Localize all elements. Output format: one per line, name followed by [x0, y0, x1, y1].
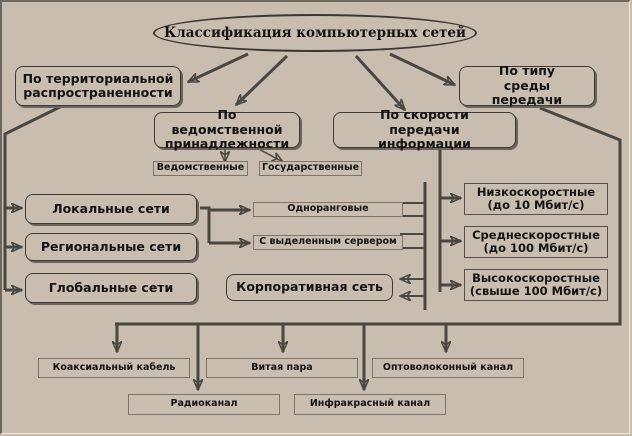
medium-radio: Радиоканал: [128, 394, 280, 415]
criterion-medium: По типу среды передачи: [459, 64, 595, 107]
corporate-network: Корпоративная сеть: [226, 274, 393, 301]
medium-trunk: [115, 106, 622, 326]
criterion-departmental: По ведомственной принадлежности: [154, 108, 300, 151]
medium-fiber: Оптоволоконный канал: [372, 358, 524, 378]
territorial-trunk: [3, 104, 63, 290]
territorial-type-global: Глобальные сети: [25, 273, 197, 303]
speed-type-range: (до 100 Мбит/с): [483, 241, 589, 255]
medium-infrared: Инфракрасный канал: [294, 394, 446, 415]
local-type-p2p: Одноранговые: [253, 202, 403, 217]
arrow-title-medium: [389, 52, 455, 87]
speed-type-range: (до 10 Мбит/с): [487, 198, 585, 212]
territorial-type-local: Локальные сети: [25, 194, 197, 224]
local-type-server: С выделенным сервером: [253, 235, 403, 250]
speed-type-name: Среднескоростные: [472, 227, 600, 242]
speed-type-range: (свыше 100 Мбит/с): [469, 284, 603, 298]
territorial-type-regional: Региональные сети: [25, 233, 197, 261]
criterion-speed: По скорости передачи информации: [333, 108, 516, 151]
arrow-title-departmental: [236, 54, 289, 105]
speed-type-name: Высокоскоростные: [472, 270, 600, 285]
departmental-type: Государственные: [259, 161, 362, 176]
speed-type-name: Низкоскоростные: [476, 184, 596, 199]
speed-type-low: Низкоскоростные (до 10 Мбит/с): [464, 183, 608, 215]
diagram-title: Классификация компьютерных сетей: [153, 14, 477, 52]
local-branch: [200, 206, 211, 243]
speed-type-high: Высокоскоростные (свыше 100 Мбит/с): [464, 269, 608, 301]
speed-type-mid: Среднескоростные (до 100 Мбит/с): [464, 226, 608, 258]
arrow-title-speed: [354, 54, 405, 110]
criterion-territorial: По территориальной распространенности: [15, 66, 181, 106]
medium-twisted-pair: Витая пара: [206, 358, 358, 378]
departmental-type: Ведомственные: [153, 161, 248, 176]
medium-coax: Коаксиальный кабель: [38, 358, 190, 378]
arrow-title-territorial: [188, 52, 249, 84]
